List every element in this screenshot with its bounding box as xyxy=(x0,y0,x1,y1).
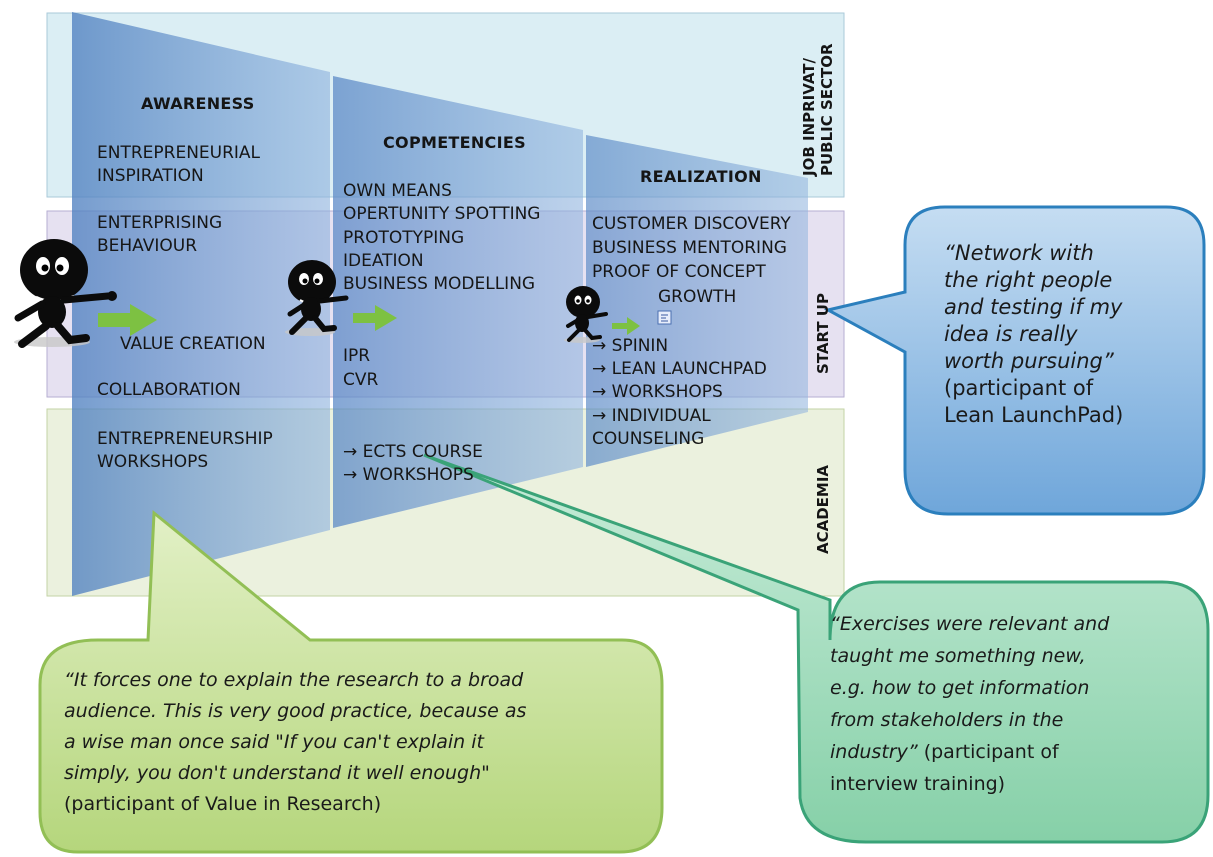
realization-funnel-panel xyxy=(586,135,808,467)
awareness-item: VALUE CREATION xyxy=(120,334,266,354)
awareness-item: COLLABORATION xyxy=(97,380,241,400)
quote-line: from stakeholders in the xyxy=(830,709,1064,731)
awareness-funnel-panel xyxy=(72,12,330,596)
quote-line: e.g. how to get information xyxy=(830,677,1090,699)
quote-line: “Exercises were relevant and xyxy=(830,613,1110,635)
character-icon xyxy=(14,239,117,348)
competencies-funnel-panel xyxy=(333,76,583,528)
character-icon xyxy=(285,260,349,336)
arrow-right-icon xyxy=(98,304,157,336)
quote-line: industry” xyxy=(830,741,918,763)
competencies-item: IPR xyxy=(343,346,371,366)
exercises-quote-text: “Exercises were relevant and taught me s… xyxy=(830,608,1109,800)
awareness-item: ENTERPRISING xyxy=(97,213,223,233)
competencies-item: BUSINESS MODELLING xyxy=(343,274,536,294)
realization-item: COUNSELING xyxy=(592,429,705,449)
quote-line: a wise man once said "If you can't expla… xyxy=(64,731,484,753)
quote-line: the right people xyxy=(944,268,1113,292)
quote-line: and testing if my xyxy=(944,295,1123,319)
quote-line: simply, you don't understand it well eno… xyxy=(64,762,490,784)
competencies-item: → ECTS COURSE xyxy=(343,442,483,462)
awareness-heading: AWARENESS xyxy=(141,94,255,113)
competencies-item: PROTOTYPING xyxy=(343,228,465,248)
competencies-item: CVR xyxy=(343,370,379,390)
quote-attribution: Lean LaunchPad) xyxy=(944,403,1124,427)
realization-item: → INDIVIDUAL xyxy=(592,406,711,426)
row-label-academia: ACADEMIA xyxy=(814,464,832,554)
competencies-heading: COPMETENCIES xyxy=(383,133,526,152)
quote-line: idea is really xyxy=(944,322,1078,346)
network-quote-text: “Network with the right people and testi… xyxy=(944,240,1123,429)
row-label-startup: START UP xyxy=(814,293,832,374)
awareness-item: ENTREPRENEURIAL xyxy=(97,143,261,163)
row-label-job-line2: PUBLIC SECTOR xyxy=(818,43,836,176)
quote-attribution: (participant of xyxy=(917,741,1059,763)
realization-heading: REALIZATION xyxy=(640,167,762,186)
awareness-item: INSPIRATION xyxy=(97,166,204,186)
realization-item: → LEAN LAUNCHPAD xyxy=(592,359,767,379)
row-label-job-sector: JOB INPRIVAT/ PUBLIC SECTOR xyxy=(800,16,836,176)
realization-item: → SPININ xyxy=(592,336,669,356)
network-quote-bubble xyxy=(823,205,1206,516)
quote-attribution: (participant of Value in Research) xyxy=(64,793,382,815)
research-quote-bubble xyxy=(38,509,664,854)
competencies-item: IDEATION xyxy=(343,251,424,271)
competencies-item: OWN MEANS xyxy=(343,181,452,201)
small-note-icon xyxy=(657,310,672,325)
arrow-right-icon xyxy=(612,317,640,335)
realization-item: PROOF OF CONCEPT xyxy=(592,262,766,282)
competencies-item: OPERTUNITY SPOTTING xyxy=(343,204,541,224)
quote-line: worth pursuing” xyxy=(944,349,1114,373)
research-quote-text: “It forces one to explain the research t… xyxy=(64,665,526,820)
awareness-item: BEHAVIOUR xyxy=(97,236,198,256)
quote-attribution: (participant of xyxy=(944,376,1094,400)
row-label-job-line1: JOB INPRIVAT/ xyxy=(800,58,818,176)
competencies-item: → WORKSHOPS xyxy=(343,465,474,485)
realization-item: CUSTOMER DISCOVERY xyxy=(592,214,791,234)
realization-item: GROWTH xyxy=(658,287,737,307)
awareness-item: WORKSHOPS xyxy=(97,452,209,472)
quote-line: audience. This is very good practice, be… xyxy=(64,700,527,722)
realization-item: → WORKSHOPS xyxy=(592,382,723,402)
realization-item: BUSINESS MENTORING xyxy=(592,238,787,258)
quote-attribution: interview training) xyxy=(830,773,1006,795)
quote-line: taught me something new, xyxy=(830,645,1086,667)
exercises-quote-bubble xyxy=(423,453,1210,844)
awareness-item: ENTREPRENEURSHIP xyxy=(97,429,273,449)
arrow-right-icon xyxy=(353,305,397,331)
quote-line: “It forces one to explain the research t… xyxy=(64,669,524,691)
quote-line: “Network with xyxy=(944,241,1094,265)
character-icon xyxy=(564,286,608,343)
